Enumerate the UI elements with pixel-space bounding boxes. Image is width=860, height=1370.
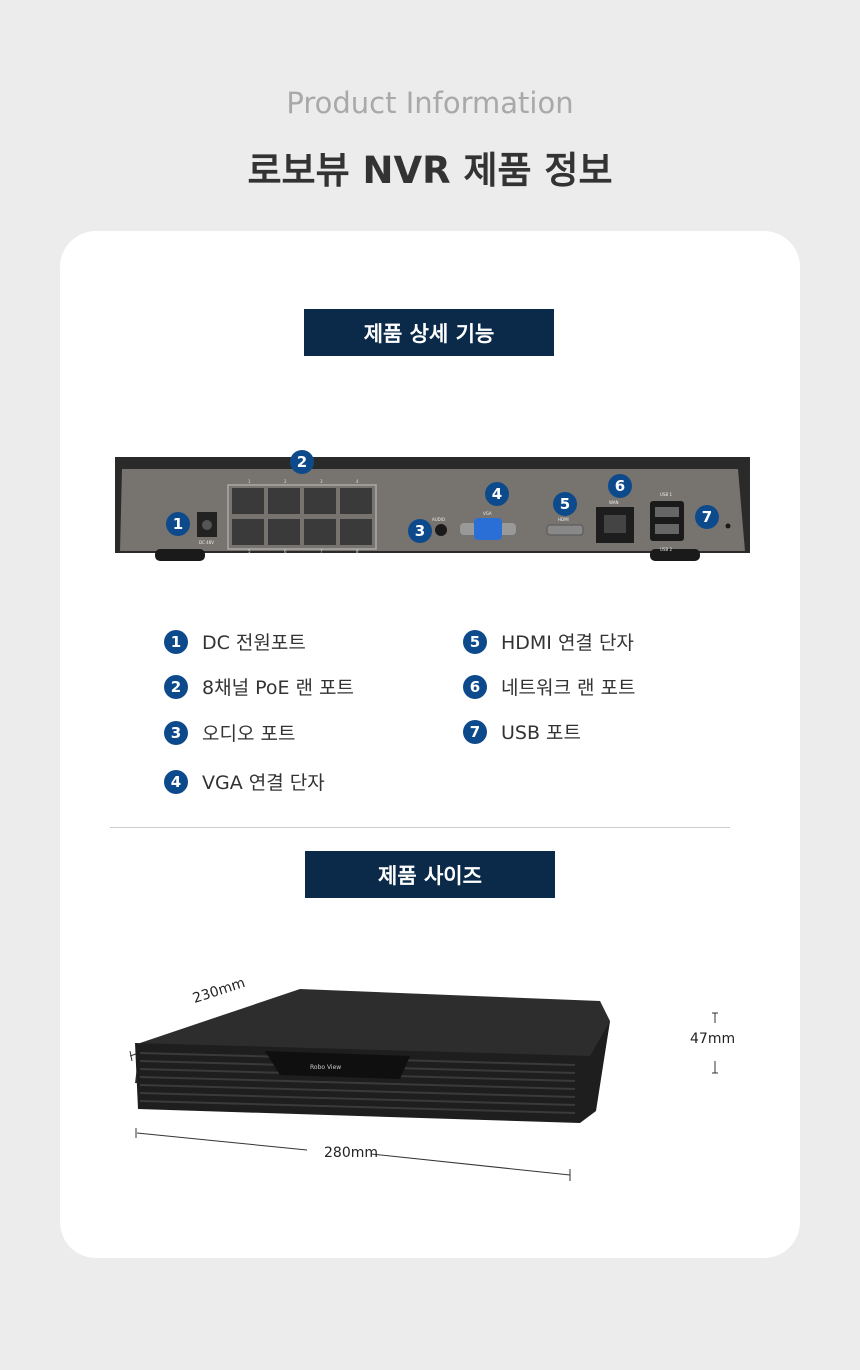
- callout-1: 1: [166, 512, 190, 536]
- hdmi-label: HDMI: [558, 517, 569, 522]
- height-dimension: 47mm: [690, 1031, 736, 1047]
- port-num: 1: [248, 479, 251, 484]
- usb2-label: USB 2: [660, 547, 672, 552]
- feature-num: 5: [463, 629, 487, 654]
- port-num: 5: [248, 549, 251, 554]
- callout-6: 6: [608, 474, 632, 498]
- feature-item: 6 네트워크 랜 포트: [463, 673, 635, 700]
- page-subtitle: Product Information: [286, 86, 574, 120]
- feature-label: DC 전원포트: [202, 632, 306, 654]
- product-info-card: 제품 상세 기능 DC 48V 1 2 3 4 5 6 7 8 AUDIO VG…: [60, 231, 800, 1258]
- port-num: 7: [320, 549, 323, 554]
- feature-item: 2 8채널 PoE 랜 포트: [164, 673, 354, 700]
- nvr-rear-panel-image: DC 48V 1 2 3 4 5 6 7 8 AUDIO VGA HDMI WA…: [115, 457, 750, 561]
- port-num: 2: [284, 479, 287, 484]
- callout-7: 7: [695, 505, 719, 529]
- feature-label: 오디오 포트: [202, 723, 296, 745]
- feature-num: 1: [164, 629, 188, 654]
- feature-item: 3 오디오 포트: [164, 719, 295, 746]
- usb1-label: USB 1: [660, 492, 672, 497]
- feature-item: 1 DC 전원포트: [164, 628, 306, 655]
- port-num: 8: [356, 549, 359, 554]
- vga-label: VGA: [483, 511, 492, 516]
- feature-label: 8채널 PoE 랜 포트: [202, 677, 355, 699]
- feature-num: 7: [463, 719, 487, 744]
- port-num: 4: [356, 479, 359, 484]
- feature-item: 7 USB 포트: [463, 718, 581, 745]
- feature-label: 네트워크 랜 포트: [501, 677, 636, 699]
- nvr-front-image: Robo View: [129, 989, 718, 1181]
- feature-num: 3: [164, 720, 188, 745]
- feature-item: 4 VGA 연결 단자: [164, 768, 325, 795]
- width-dimension: 280mm: [324, 1145, 378, 1161]
- dc-port-label: DC 48V: [199, 540, 214, 545]
- page-title: 로보뷰 NVR 제품 정보: [247, 149, 613, 192]
- wan-label: WAN: [609, 500, 618, 505]
- brand-logo: Robo View: [310, 1064, 341, 1071]
- section-divider: [110, 827, 730, 828]
- port-num: 6: [284, 549, 287, 554]
- feature-item: 5 HDMI 연결 단자: [463, 628, 634, 655]
- feature-num: 2: [164, 674, 188, 699]
- callout-5: 5: [553, 492, 577, 516]
- section-label-size: 제품 사이즈: [305, 851, 555, 898]
- callout-2: 2: [290, 450, 314, 474]
- feature-label: VGA 연결 단자: [202, 772, 325, 794]
- callout-4: 4: [485, 482, 509, 506]
- section-label-features: 제품 상세 기능: [304, 309, 554, 356]
- port-num: 3: [320, 479, 323, 484]
- feature-num: 6: [463, 674, 487, 699]
- callout-3: 3: [408, 519, 432, 543]
- feature-num: 4: [164, 769, 188, 794]
- feature-label: USB 포트: [501, 722, 582, 744]
- audio-label: AUDIO: [432, 517, 445, 522]
- feature-label: HDMI 연결 단자: [501, 632, 634, 654]
